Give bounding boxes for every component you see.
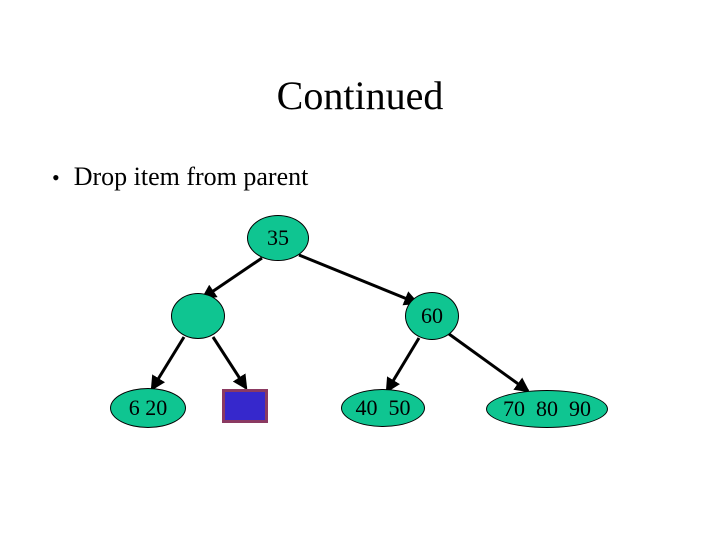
tree-edge-left-to-l2 [211, 336, 248, 391]
page-title: Continued [276, 73, 444, 118]
bullet-list-item: • Drop item from parent [52, 160, 308, 195]
tree-node-label: 35 [267, 225, 289, 250]
tree-edge-root-to-right [298, 253, 420, 306]
edge-layer [150, 253, 530, 394]
tree-node-label: 70 80 90 [503, 396, 591, 421]
tree-node-l2 [222, 389, 268, 423]
tree-node-label: 60 [421, 303, 443, 328]
tree-edge-left-to-l1 [150, 336, 186, 392]
tree-node-root: 35 [247, 215, 309, 261]
tree-node-label: 40 50 [355, 395, 411, 420]
tree-edge-root-to-left [201, 256, 263, 300]
tree-node-l4: 70 80 90 [486, 390, 608, 428]
tree-node-left [171, 293, 225, 339]
tree-node-l3: 40 50 [341, 389, 425, 427]
bullet-item-label: Drop item from parent [73, 162, 309, 191]
tree-node-right: 60 [405, 292, 459, 340]
tree-node-label: 6 20 [128, 395, 168, 420]
tree-node-l1: 6 20 [110, 388, 186, 428]
bullet-marker-icon: • [52, 165, 60, 190]
tree-edge-right-to-l4 [448, 332, 530, 393]
tree-edge-right-to-l3 [385, 337, 421, 394]
